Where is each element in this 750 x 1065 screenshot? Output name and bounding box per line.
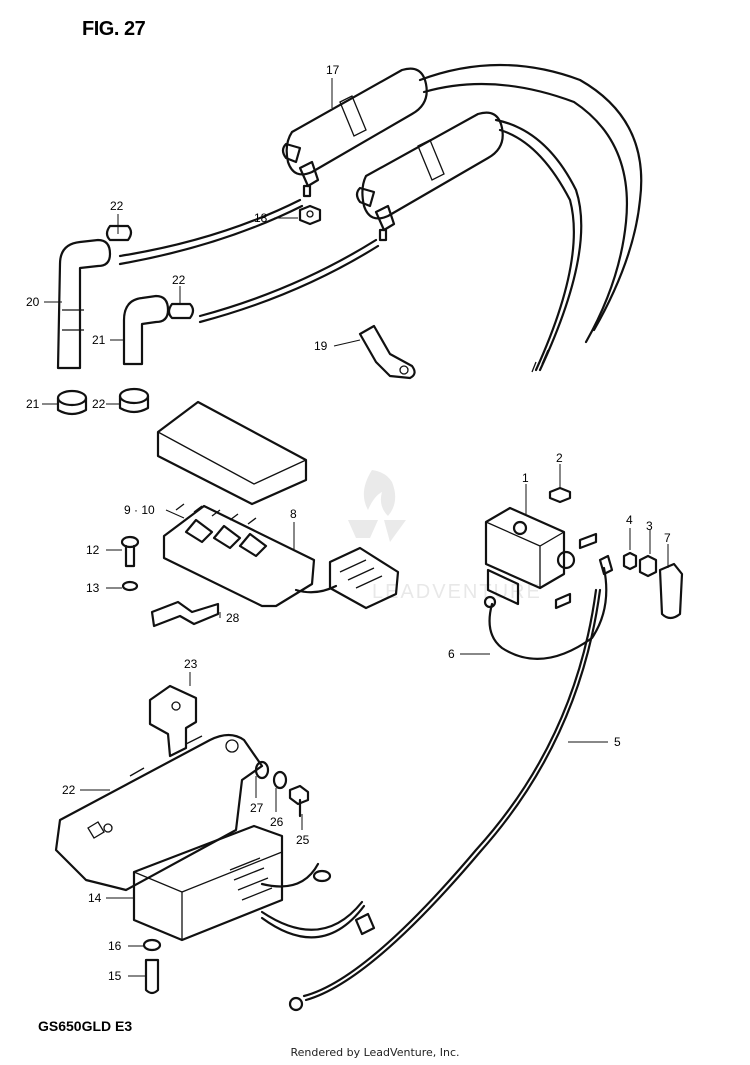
lead-wire-6	[483, 554, 614, 660]
callout-16: 17	[326, 63, 340, 77]
callout-25: 25	[296, 833, 310, 847]
callout-6: 6	[448, 647, 455, 661]
watermark-text: LEADVENTURE	[372, 581, 542, 603]
callout-19: 20	[26, 295, 40, 309]
callout-15: 16	[108, 939, 122, 953]
seal-21-right	[118, 387, 150, 414]
callout-20: 21	[92, 333, 106, 347]
regulator-rectifier-13	[132, 824, 376, 942]
nut-4	[622, 551, 638, 571]
screw-11	[120, 535, 140, 568]
watermark-logo: LEADVENTURE	[348, 470, 542, 603]
wire-cap-22-lower	[167, 302, 195, 320]
bracket-24	[148, 684, 198, 758]
callout-21-right: 22	[92, 397, 106, 411]
callout-17: 18	[254, 211, 268, 225]
lead-wire-5	[288, 588, 602, 1012]
washer-27	[254, 760, 270, 780]
washer-12	[121, 580, 139, 592]
clamp-18	[358, 324, 416, 380]
model-code: GS650GLD E3	[38, 1018, 133, 1034]
callout-2: 2	[556, 451, 563, 465]
callout-4: 4	[626, 513, 633, 527]
spark-plug-cap-20	[122, 294, 170, 366]
callout-13: 14	[88, 891, 102, 905]
callout-28: 28	[226, 611, 240, 625]
callout-14: 15	[108, 969, 122, 983]
terminal-cap-7	[658, 562, 684, 620]
callout-24: 23	[184, 657, 198, 671]
callout-11: 12	[86, 543, 100, 557]
spark-plug-cap-19	[56, 238, 112, 370]
bolt-2	[548, 486, 572, 504]
footer-credit: Rendered by LeadVenture, Inc.	[290, 1046, 460, 1059]
callout-26: 26	[270, 815, 284, 829]
callout-8: 8	[290, 507, 297, 521]
callout-9-10: 9 · 10	[124, 503, 155, 517]
seal-21-left	[56, 389, 88, 416]
starter-relay	[484, 506, 598, 610]
bolt-25	[288, 784, 310, 818]
callout-22-upper: 22	[110, 199, 124, 213]
callout-7: 7	[664, 531, 671, 545]
callout-27: 27	[250, 801, 264, 815]
callout-1: 1	[522, 471, 529, 485]
callout-21-left: 21	[26, 397, 40, 411]
bolt-14	[144, 958, 160, 995]
callout-23: 22	[62, 783, 76, 797]
leader-lines	[42, 78, 669, 977]
nut-3	[638, 554, 658, 578]
washer-26	[272, 770, 288, 790]
fuse-box	[162, 503, 400, 610]
callout-12: 13	[86, 581, 100, 595]
washer-15	[142, 938, 162, 952]
callout-18: 19	[314, 339, 328, 353]
wire-cap-22-upper	[105, 224, 133, 242]
figure-title: FIG. 27	[82, 18, 146, 40]
nut-17	[298, 204, 322, 226]
bracket-28	[150, 600, 220, 628]
callout-22-lower: 22	[172, 273, 186, 287]
ignition-coil-assembly	[118, 63, 643, 373]
callout-3: 3	[646, 519, 653, 533]
mounting-plate-23	[54, 733, 264, 892]
callout-5: 5	[614, 735, 621, 749]
callout-labels: 17 18 22 22 20 21 19 21 22 9 · 10 8 12 1…	[26, 63, 671, 983]
fuse-box-cover	[156, 400, 308, 506]
